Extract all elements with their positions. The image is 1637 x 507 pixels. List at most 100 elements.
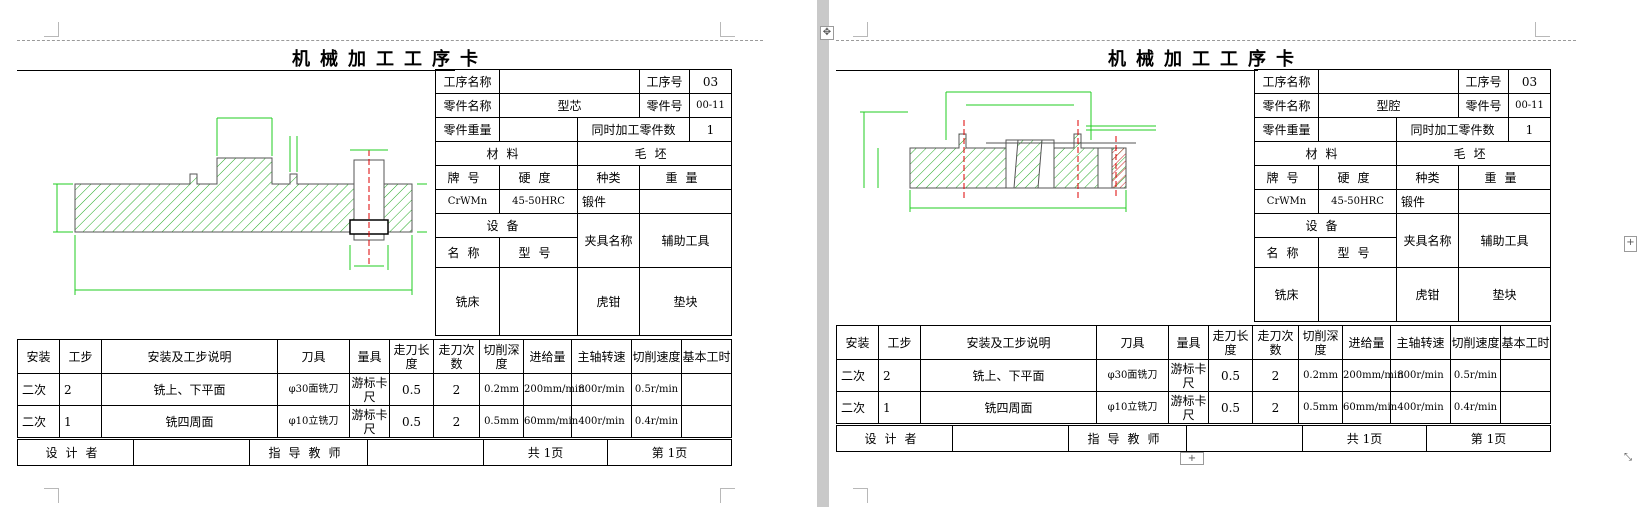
table-cell[interactable]: 0.4r/min bbox=[1450, 391, 1501, 424]
table-cell[interactable]: 2 bbox=[433, 405, 480, 438]
table-cell[interactable]: 二次 bbox=[17, 405, 60, 438]
table-cell[interactable]: φ10立铣刀 bbox=[1096, 391, 1169, 424]
table-cell[interactable]: 2 bbox=[878, 359, 921, 392]
part-name-value[interactable]: 型芯 bbox=[499, 93, 640, 118]
op-no-value[interactable]: 03 bbox=[689, 69, 732, 94]
blank-weight-value[interactable] bbox=[1458, 189, 1551, 214]
hardness-value[interactable]: 45-50HRC bbox=[1318, 189, 1397, 214]
table-cell[interactable] bbox=[681, 373, 732, 406]
table-cell[interactable]: φ30面铣刀 bbox=[277, 373, 350, 406]
designer-value[interactable] bbox=[952, 425, 1069, 452]
table-cell[interactable]: 0.5r/min bbox=[631, 373, 682, 406]
table-cell[interactable]: 0.4r/min bbox=[631, 405, 682, 438]
op-name-value[interactable] bbox=[1318, 69, 1459, 94]
table-cell[interactable]: 800r/min bbox=[571, 373, 632, 406]
plus-icon[interactable]: + bbox=[1180, 452, 1204, 465]
table-cell[interactable] bbox=[681, 405, 732, 438]
table-cell[interactable]: 0.5mm bbox=[479, 405, 524, 438]
aux-tool-value[interactable]: 垫块 bbox=[1458, 267, 1551, 322]
table-cell[interactable]: 铣上、下平面 bbox=[101, 373, 278, 406]
grade-value[interactable]: CrWMn bbox=[1254, 189, 1319, 214]
resize-handle-icon[interactable]: ⤡ bbox=[1622, 452, 1634, 464]
table-cell[interactable]: 800r/min bbox=[1390, 359, 1451, 392]
simultaneous-value[interactable]: 1 bbox=[1508, 117, 1551, 142]
col-header: 安装及工步说明 bbox=[920, 325, 1097, 360]
table-cell[interactable]: 200mm/min bbox=[1342, 359, 1404, 392]
table-cell[interactable]: 0.5 bbox=[1208, 391, 1253, 424]
table-cell[interactable]: 二次 bbox=[17, 373, 60, 406]
table-cell[interactable]: 铣四周面 bbox=[920, 391, 1097, 424]
table-cell[interactable]: 0.5mm bbox=[1298, 391, 1343, 424]
blank-type-label: 种类 bbox=[577, 165, 640, 190]
simultaneous-value[interactable]: 1 bbox=[689, 117, 732, 142]
table-cell[interactable]: 2 bbox=[433, 373, 480, 406]
table-cell[interactable]: 铣上、下平面 bbox=[920, 359, 1097, 392]
table-cell[interactable]: 1 bbox=[878, 391, 921, 424]
col-header: 安装 bbox=[17, 339, 60, 374]
page-current: 第 1页 bbox=[607, 439, 732, 466]
blank-type-value[interactable]: 锻件 bbox=[1396, 189, 1459, 214]
op-no-value[interactable]: 03 bbox=[1508, 69, 1551, 94]
table-cell[interactable]: 2 bbox=[59, 373, 102, 406]
blank-type-value[interactable]: 锻件 bbox=[577, 189, 640, 214]
table-cell[interactable]: 游标卡尺 bbox=[349, 373, 390, 406]
table-cell[interactable]: 游标卡尺 bbox=[1168, 391, 1209, 424]
col-header: 走刀次数 bbox=[433, 339, 480, 374]
plus-icon[interactable]: + bbox=[1624, 236, 1637, 252]
table-cell[interactable]: 0.5 bbox=[389, 373, 434, 406]
table-cell[interactable]: 二次 bbox=[836, 359, 879, 392]
table-cell[interactable] bbox=[1500, 391, 1551, 424]
table-cell[interactable]: 400r/min bbox=[1390, 391, 1451, 424]
table-cell[interactable]: 400r/min bbox=[571, 405, 632, 438]
table-cell[interactable]: 0.2mm bbox=[479, 373, 524, 406]
hardness-label: 硬度 bbox=[499, 165, 578, 190]
part-name-label: 零件名称 bbox=[1254, 93, 1319, 118]
grade-value[interactable]: CrWMn bbox=[435, 189, 500, 214]
hardness-value[interactable]: 45-50HRC bbox=[499, 189, 578, 214]
crop-mark bbox=[1535, 22, 1550, 37]
move-handle-icon[interactable]: ✥ bbox=[820, 26, 834, 40]
table-cell[interactable]: φ30面铣刀 bbox=[1096, 359, 1169, 392]
col-header: 工步 bbox=[878, 325, 921, 360]
designer-value[interactable] bbox=[133, 439, 250, 466]
aux-tool-value[interactable]: 垫块 bbox=[639, 267, 732, 336]
simultaneous-label: 同时加工零件数 bbox=[1396, 117, 1509, 142]
equipment-model-value[interactable] bbox=[1318, 267, 1397, 322]
table-cell[interactable]: 二次 bbox=[836, 391, 879, 424]
table-cell[interactable]: 1 bbox=[59, 405, 102, 438]
advisor-value[interactable] bbox=[367, 439, 484, 466]
steps-header-row: 安装 工步 安装及工步说明 刀具 量具 走刀长度 走刀次数 切削深度 进给量 主… bbox=[836, 325, 1551, 360]
part-name-label: 零件名称 bbox=[435, 93, 500, 118]
op-name-value[interactable] bbox=[499, 69, 640, 94]
part-no-value[interactable]: 00-11 bbox=[689, 93, 732, 118]
table-cell[interactable]: φ10立铣刀 bbox=[277, 405, 350, 438]
table-cell[interactable]: 60mm/min bbox=[523, 405, 578, 438]
table-cell[interactable]: 0.2mm bbox=[1298, 359, 1343, 392]
blank-weight-value[interactable] bbox=[639, 189, 732, 214]
table-cell[interactable]: 2 bbox=[1252, 391, 1299, 424]
fixture-value[interactable]: 虎钳 bbox=[1396, 267, 1459, 322]
part-weight-value[interactable] bbox=[499, 117, 578, 142]
table-cell[interactable]: 60mm/min bbox=[1342, 391, 1397, 424]
part-name-value[interactable]: 型腔 bbox=[1318, 93, 1459, 118]
op-no-label: 工序号 bbox=[1458, 69, 1509, 94]
blank-type-label: 种类 bbox=[1396, 165, 1459, 190]
table-cell[interactable]: 2 bbox=[1252, 359, 1299, 392]
part-drawing-cavity bbox=[836, 70, 1258, 212]
part-weight-value[interactable] bbox=[1318, 117, 1397, 142]
part-no-value[interactable]: 00-11 bbox=[1508, 93, 1551, 118]
equipment-model-value[interactable] bbox=[499, 267, 578, 336]
table-cell[interactable]: 0.5r/min bbox=[1450, 359, 1501, 392]
equipment-name-value[interactable]: 铣床 bbox=[1254, 267, 1319, 322]
table-cell[interactable]: 铣四周面 bbox=[101, 405, 278, 438]
table-cell[interactable]: 游标卡尺 bbox=[1168, 359, 1209, 392]
table-cell[interactable]: 0.5 bbox=[389, 405, 434, 438]
crop-mark bbox=[853, 22, 868, 37]
table-cell[interactable]: 0.5 bbox=[1208, 359, 1253, 392]
table-cell[interactable]: 200mm/min bbox=[523, 373, 585, 406]
fixture-value[interactable]: 虎钳 bbox=[577, 267, 640, 336]
table-cell[interactable]: 游标卡尺 bbox=[349, 405, 390, 438]
table-cell[interactable] bbox=[1500, 359, 1551, 392]
advisor-value[interactable] bbox=[1186, 425, 1303, 452]
equipment-name-value[interactable]: 铣床 bbox=[435, 267, 500, 336]
